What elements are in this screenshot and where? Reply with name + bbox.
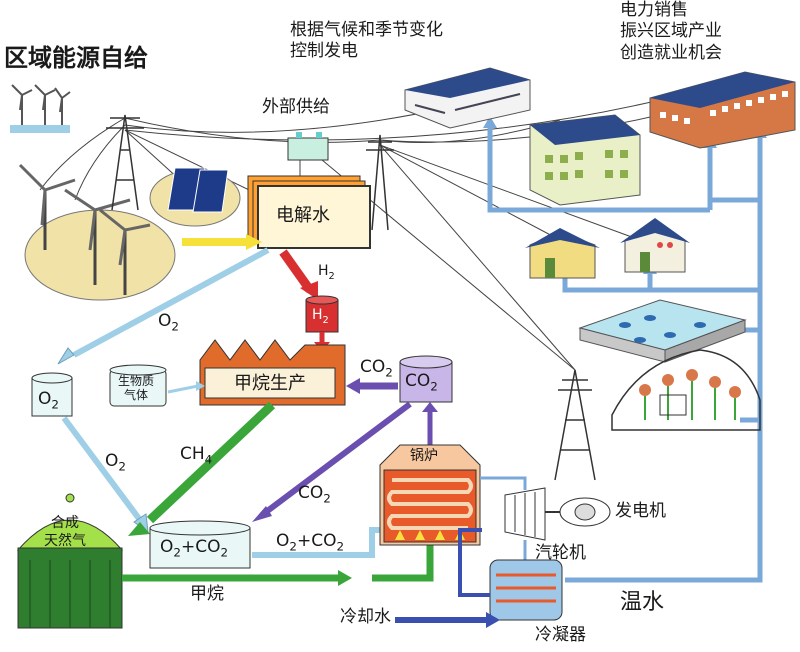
external-supply-label: 外部供给 [262, 97, 330, 117]
co2-tank [399, 355, 453, 403]
mix-tank-label: O2+CO2 [160, 537, 229, 560]
h2-arrow-text: H2 [318, 263, 335, 282]
factory-icon [199, 339, 346, 406]
gas-holder-icon [16, 493, 124, 629]
condenser-label: 冷凝器 [535, 625, 586, 645]
methane-label: 甲烷 [190, 584, 224, 604]
turbine-label: 汽轮机 [535, 543, 586, 563]
o2-arrow-top [72, 247, 270, 358]
building-icon [529, 114, 641, 206]
h2-tank [305, 295, 339, 333]
mix-arrow [252, 527, 385, 558]
co2-arrow-top-label: CO2 [360, 357, 393, 380]
biogas-label: 生物质 气体 [118, 374, 154, 403]
external-supply-box [287, 137, 329, 161]
h2-arrow [279, 249, 314, 293]
wind-turbine-icon [18, 163, 151, 295]
small-wind-turbine-icon [11, 84, 71, 128]
building-icon [404, 67, 531, 129]
water-strip [10, 125, 70, 133]
electrolysis-box [247, 175, 371, 249]
power-sales-line-2: 振兴区域产业 [620, 21, 722, 42]
climate-control-line-2: 控制发电 [290, 41, 358, 62]
syngas-line-1: 合成 [51, 515, 79, 531]
co2-arrow-mid [260, 401, 412, 518]
generator-label: 发电机 [615, 501, 666, 521]
syngas-label: 合成 天然气 [44, 515, 86, 550]
ch4-label: CH4 [180, 444, 213, 467]
power-tower-icon [106, 114, 596, 481]
biogas-line-2: 气体 [124, 388, 149, 403]
condenser-icon [489, 559, 563, 621]
methane-production-label: 甲烷生产 [234, 373, 306, 394]
biogas-tank [109, 364, 167, 407]
greenhouse-icon [611, 349, 761, 431]
mix-tank [149, 520, 251, 569]
fish-pond-icon [578, 299, 747, 363]
o2-tank [31, 372, 73, 417]
house-icon [620, 218, 690, 273]
syngas-line-2: 天然气 [44, 532, 86, 549]
mix-arrow-label: O2+CO2 [276, 531, 345, 554]
solar-panel-icon [167, 167, 229, 213]
power-sales-label: 电力销售 振兴区域产业 创造就业机会 [620, 0, 722, 64]
turbine-icon [504, 487, 546, 541]
generator-icon [559, 497, 611, 527]
ch4-arrow [146, 401, 276, 524]
o2-arrow-top-label: O2 [158, 311, 179, 334]
power-sales-line-3: 创造就业机会 [620, 42, 722, 63]
o2-tank-label: O2 [38, 389, 59, 412]
h2-tank-label: H2 [312, 307, 329, 326]
power-sales-line-1: 电力销售 [620, 0, 688, 20]
cooling-water-label: 冷却水 [340, 607, 391, 627]
boiler-label: 锅炉 [410, 448, 438, 464]
boiler-icon [379, 444, 481, 546]
co2-mid-label: CO2 [298, 483, 331, 506]
house-icon [525, 228, 600, 279]
h2-tank-text: H2 [312, 307, 329, 326]
climate-control-label: 根据气候和季节变化 控制发电 [290, 20, 443, 63]
wind-island [24, 209, 176, 301]
biogas-line-1: 生物质 [118, 374, 155, 388]
electrolysis-label: 电解水 [276, 205, 330, 226]
o2-arrow-lower [61, 416, 143, 522]
climate-control-line-1: 根据气候和季节变化 [290, 20, 443, 40]
warm-water-label: 温水 [620, 590, 665, 615]
co2-tank-label: CO2 [405, 371, 438, 394]
page-title: 区域能源自给 [4, 44, 148, 72]
o2-arrow-lower-label: O2 [105, 451, 126, 474]
building-icon [649, 71, 796, 149]
h2-arrow-label: H2 [318, 263, 335, 282]
